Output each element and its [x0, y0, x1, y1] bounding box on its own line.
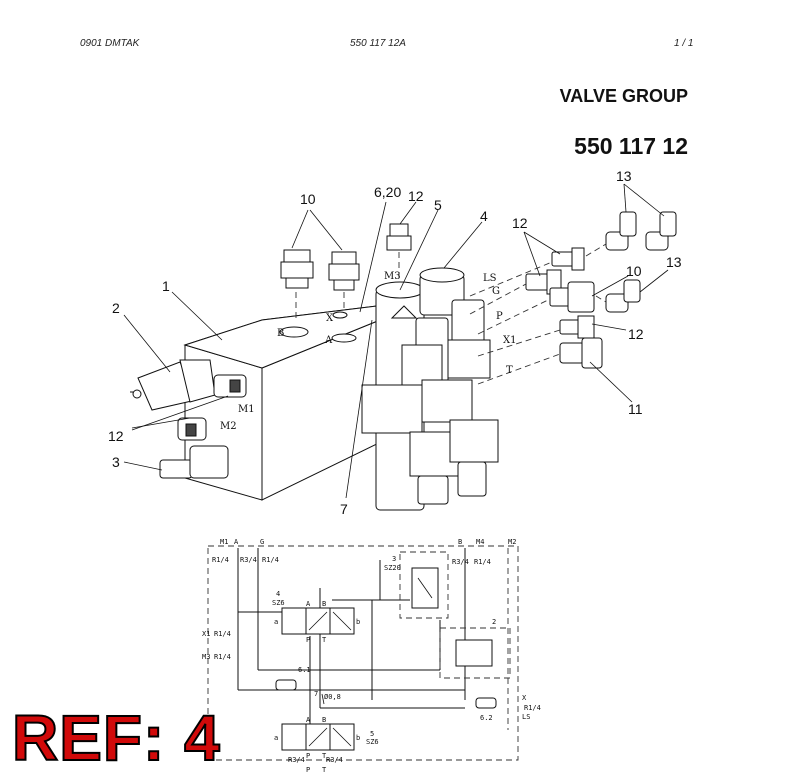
- callout-10-right: 10: [626, 263, 642, 279]
- ref-label: REF: 4: [11, 702, 221, 774]
- elbow-13-right: [605, 279, 641, 313]
- port-label-m3: M3: [384, 271, 401, 282]
- port-label-b: B: [277, 328, 284, 339]
- sch-orifice-6-1: 6.1: [298, 666, 311, 674]
- callout-10-top: 10: [300, 191, 316, 207]
- callout-13-right: 13: [666, 254, 682, 270]
- sch-r14-x1: R1/4: [214, 630, 231, 638]
- sch-ls: LS: [522, 713, 530, 721]
- sch-r14-m3: R1/4: [214, 653, 231, 661]
- sch-port-t-bottom: T: [322, 752, 327, 760]
- port-label-t: T: [506, 365, 513, 376]
- callout-2: 2: [112, 300, 120, 316]
- callout-3: 3: [112, 454, 120, 470]
- callout-1: 1: [162, 278, 170, 294]
- solenoid-valve-stack: [361, 267, 499, 511]
- sch-m4: M4: [476, 538, 484, 546]
- fitting-10-p: [549, 281, 595, 313]
- callout-7: 7: [340, 501, 348, 517]
- sch-sz6-top: SZ6: [272, 599, 285, 607]
- sch-r14-left: R1/4: [212, 556, 229, 564]
- fitting-3: [159, 445, 229, 479]
- sch-7: 7: [314, 690, 318, 698]
- plug-m1: [213, 374, 247, 398]
- sch-r14-g: R1/4: [262, 556, 279, 564]
- header-left: 0901 DMTAK: [80, 38, 140, 49]
- sch-m2: M2: [508, 538, 516, 546]
- port-label-m1: M1: [238, 404, 255, 415]
- sch-g: G: [260, 538, 264, 546]
- fitting-12-x1: [559, 315, 595, 339]
- callout-11: 11: [628, 401, 643, 417]
- port-label-g: G: [492, 286, 500, 297]
- fitting-11-t: [559, 337, 603, 369]
- fitting-10-right: [328, 251, 360, 308]
- sch-a-top: a: [274, 618, 278, 626]
- sch-x1: X1: [202, 630, 210, 638]
- sch-diameter: Ø0,8: [324, 693, 341, 701]
- fitting-12-top: [386, 223, 412, 284]
- sch-m1: M1: [220, 538, 228, 546]
- sch-r34-b: R3/4: [452, 558, 469, 566]
- sch-sz20: SZ20: [384, 564, 401, 572]
- sch-t: T: [322, 766, 327, 774]
- sch-a: A: [234, 538, 239, 546]
- port-label-x: X: [326, 313, 334, 324]
- port-label-p: P: [496, 311, 503, 322]
- callout-12-top: 12: [408, 188, 424, 204]
- sch-r14-m4: R1/4: [474, 558, 491, 566]
- hydraulic-schematic: M1 A G B M4 M2 R1/4 R3/4 R1/4 R3/4 R1/4 …: [202, 538, 541, 774]
- port-label-a: A: [324, 335, 333, 346]
- header-page-number: 1 / 1: [674, 38, 694, 49]
- sch-b: B: [458, 538, 462, 546]
- sch-valve-5: 5: [370, 730, 374, 738]
- port-label-ls: LS: [483, 273, 497, 284]
- port-label-x1: X1: [503, 335, 516, 346]
- cartridge-valve-2: [130, 359, 216, 411]
- callout-12-left: 12: [108, 428, 124, 444]
- sch-sz6-bottom: SZ6: [366, 738, 379, 746]
- sch-b-top: b: [356, 618, 360, 626]
- elbow-13-top-right: [645, 211, 677, 251]
- sch-port-b-top: B: [322, 600, 326, 608]
- plug-m2: [177, 417, 207, 441]
- sch-p: P: [306, 766, 310, 774]
- callout-12-right-top: 12: [512, 215, 528, 231]
- sch-port-p-bottom: P: [306, 752, 310, 760]
- sch-port-b-bottom: B: [322, 716, 326, 724]
- page-title: VALVE GROUP: [559, 86, 688, 106]
- fitting-12-ls: [551, 247, 585, 271]
- sch-m3: M3: [202, 653, 210, 661]
- callout-12-right: 12: [628, 326, 644, 342]
- callout-13-top: 13: [616, 168, 632, 184]
- sch-b-bottom: b: [356, 734, 360, 742]
- sch-port-p-top: P: [306, 636, 310, 644]
- fitting-10-left: [280, 249, 314, 322]
- sch-orifice-6-2: 6.2: [480, 714, 493, 722]
- header-document-number: 550 117 12A: [350, 38, 406, 49]
- sch-r34-p: R3/4: [288, 756, 305, 764]
- sch-r14-x: R1/4: [524, 704, 541, 712]
- sch-valve-3: 3: [392, 555, 396, 563]
- port-label-m2: M2: [220, 421, 237, 432]
- sch-valve-4: 4: [276, 590, 280, 598]
- sch-r34-left: R3/4: [240, 556, 257, 564]
- sch-a-bottom: a: [274, 734, 278, 742]
- callout-5: 5: [434, 197, 442, 213]
- part-number: 550 117 12: [574, 133, 688, 159]
- sch-port-a-top: A: [306, 600, 311, 608]
- elbow-13-top-left: [605, 211, 637, 251]
- sch-valve-2: 2: [492, 618, 496, 626]
- callout-4: 4: [480, 208, 488, 224]
- sch-r34-t: R3/4: [326, 756, 343, 764]
- sch-port-t-top: T: [322, 636, 327, 644]
- sch-port-a-bottom: A: [306, 716, 311, 724]
- callout-6-20: 6,20: [374, 184, 401, 200]
- sch-x: X: [522, 694, 527, 702]
